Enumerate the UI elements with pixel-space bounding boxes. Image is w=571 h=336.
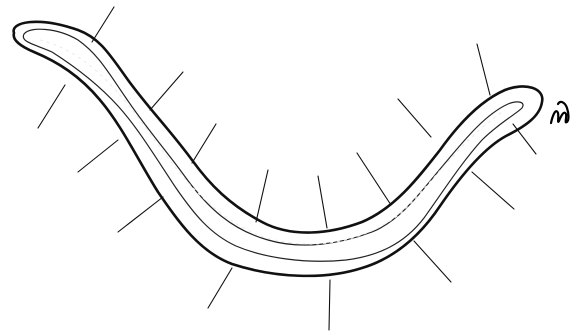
leader-line [208, 268, 232, 308]
leader-line [256, 170, 268, 222]
leader-line [318, 176, 327, 228]
leader-line [150, 72, 183, 110]
leader-line [192, 124, 216, 163]
leader-lines [38, 7, 536, 330]
leader-line [92, 7, 114, 42]
leader-line [78, 140, 118, 172]
leader-line [398, 99, 431, 137]
leader-line [513, 124, 536, 154]
leader-line [477, 44, 490, 95]
body-outline [14, 22, 543, 276]
leader-line [472, 172, 514, 209]
leader-line [329, 280, 330, 330]
leader-line [118, 197, 163, 232]
leader-line [38, 85, 65, 128]
leader-line [414, 241, 451, 282]
leader-line [357, 153, 391, 205]
artist-signature-icon [551, 102, 569, 123]
